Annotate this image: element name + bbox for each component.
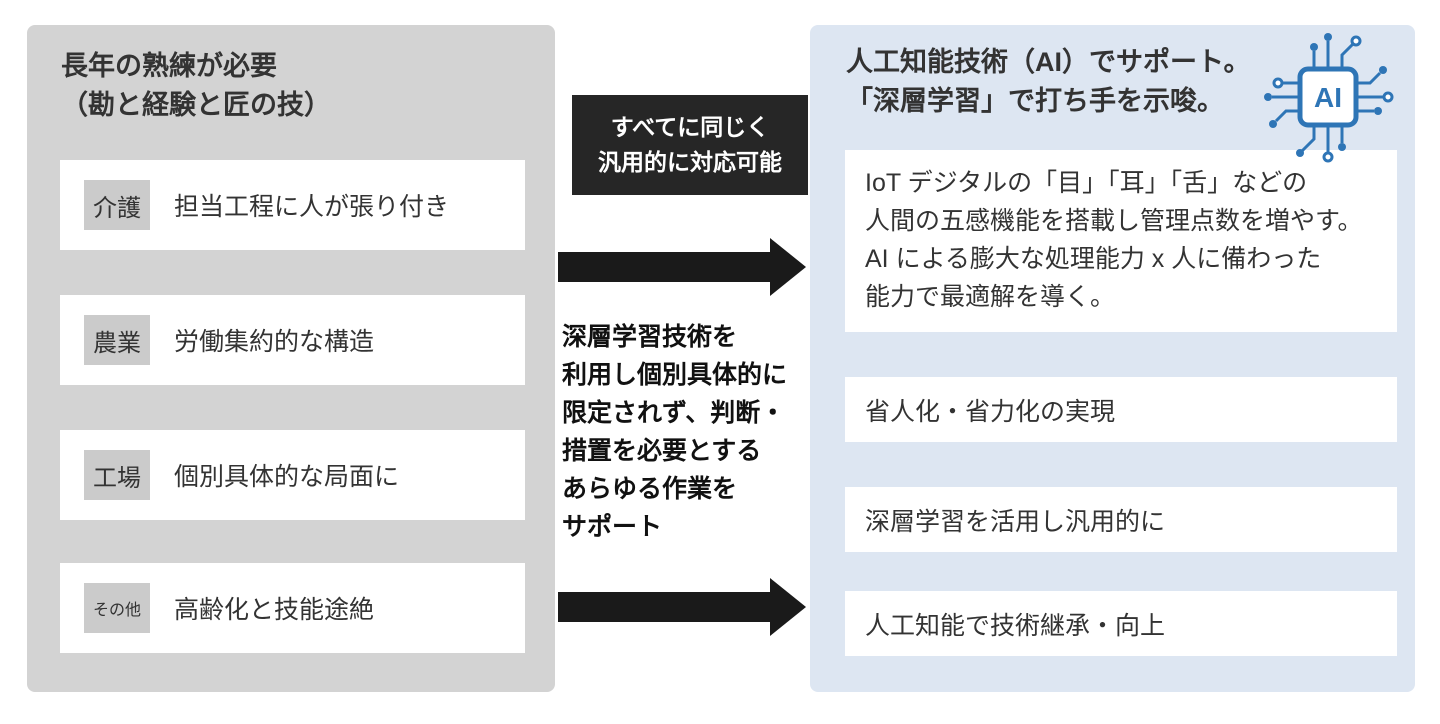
- ai-chip-icon: AI: [1264, 33, 1394, 163]
- universal-support-badge: すべてに同じく 汎用的に対応可能: [572, 95, 808, 195]
- left-row-care: 介護 担当工程に人が張り付き: [60, 160, 525, 250]
- right-row-iot: IoT デジタルの「目」「耳」「舌」などの 人間の五感機能を搭載し管理点数を増や…: [845, 150, 1397, 332]
- right-row-labor-saving: 省人化・省力化の実現: [845, 377, 1397, 442]
- middle-description: 深層学習技術を 利用し個別具体的に 限定されず、判断・ 措置を必要とする あらゆ…: [562, 323, 788, 541]
- left-row-other-text: 高齢化と技能途絶: [174, 596, 375, 624]
- left-row-care-text: 担当工程に人が張り付き: [174, 193, 450, 221]
- category-tag-other: その他: [84, 583, 150, 633]
- left-row-factory: 工場 個別具体的な局面に: [60, 430, 525, 520]
- right-row-deep-learning-text: 深層学習を活用し汎用的に: [865, 507, 1166, 536]
- arrow-top-icon: [558, 238, 806, 296]
- arrow-shaft: [558, 252, 770, 282]
- arrow-head: [770, 578, 806, 636]
- left-row-factory-text: 個別具体的な局面に: [174, 463, 400, 491]
- ai-icon-label: AI: [1314, 82, 1342, 113]
- left-row-agriculture-text: 労働集約的な構造: [174, 328, 375, 356]
- arrow-shaft: [558, 592, 770, 622]
- category-tag-care: 介護: [84, 180, 150, 230]
- left-row-other: その他 高齢化と技能途絶: [60, 563, 525, 653]
- left-panel-title: 長年の熟練が必要 （勘と経験と匠の技）: [61, 51, 331, 120]
- right-row-deep-learning: 深層学習を活用し汎用的に: [845, 487, 1397, 552]
- right-row-skill-transfer-text: 人工知能で技術継承・向上: [865, 611, 1166, 640]
- arrow-head: [770, 238, 806, 296]
- right-row-skill-transfer: 人工知能で技術継承・向上: [845, 591, 1397, 656]
- category-tag-factory: 工場: [84, 450, 150, 500]
- right-row-labor-saving-text: 省人化・省力化の実現: [865, 397, 1116, 426]
- left-row-agriculture: 農業 労働集約的な構造: [60, 295, 525, 385]
- right-panel-title: 人工知能技術（AI）でサポート。 「深層学習」で打ち手を示唆。: [846, 47, 1251, 116]
- left-panel: 長年の熟練が必要 （勘と経験と匠の技） 介護 担当工程に人が張り付き 農業 労働…: [27, 25, 555, 692]
- arrow-bottom-icon: [558, 578, 806, 636]
- right-row-iot-text: IoT デジタルの「目」「耳」「舌」などの 人間の五感機能を搭載し管理点数を増や…: [865, 169, 1363, 311]
- category-tag-agriculture: 農業: [84, 315, 150, 365]
